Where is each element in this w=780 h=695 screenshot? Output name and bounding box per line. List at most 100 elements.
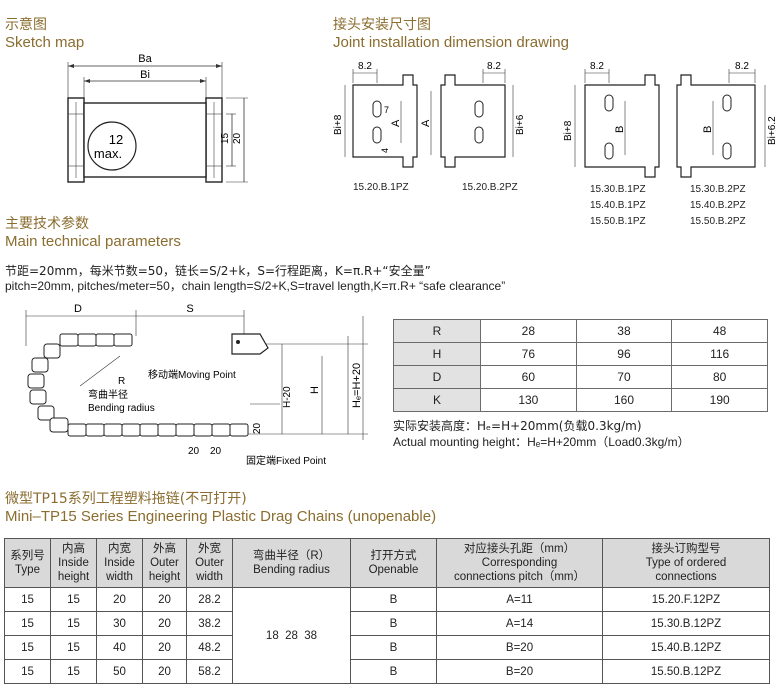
dim-ba: Ba <box>138 53 152 65</box>
cell-pitch: A=14 <box>436 611 603 636</box>
joint-caption-right1: 15.30.B.1PZ 15.40.B.1PZ 15.50.B.1PZ <box>590 184 646 227</box>
cell-inside-height: 15 <box>50 611 97 636</box>
sketch-drawing: Ba Bi 12 max. 15 20 <box>67 53 248 183</box>
diag-h: H <box>309 386 321 394</box>
row-value: 160 <box>575 388 673 412</box>
row-value: 60 <box>480 365 577 389</box>
radius-row-h: H 76 96 116 <box>393 342 768 366</box>
joint-dim-bi8a: Bi+8 <box>333 114 344 135</box>
cell-outer-width: 48.2 <box>186 635 233 660</box>
joint-caption-left2: 15.20.B.2PZ <box>462 182 518 193</box>
joint-title-cn: 接头安装尺寸图 <box>333 17 431 33</box>
dim-bi: Bi <box>140 69 150 81</box>
diag-hf: Hₑ=H+20 <box>351 363 363 408</box>
joint-dim-82d: 8.2 <box>735 61 749 72</box>
cell-outer-width: 28.2 <box>186 587 233 612</box>
row-value: 76 <box>480 342 577 366</box>
sketch-title-en: Sketch map <box>5 34 85 51</box>
diag-bend-en: Bending radius <box>88 403 155 414</box>
cell-model: 15.30.B.12PZ <box>602 611 770 636</box>
joint-caption-right2: 15.30.B.2PZ 15.40.B.2PZ 15.50.B.2PZ <box>690 184 746 227</box>
dim-20: 20 <box>232 132 243 144</box>
radius-row-r: R 28 38 48 <box>393 319 768 343</box>
row-value: 80 <box>671 365 768 389</box>
table-row: 15 15 20 20 28.2 18 28 38 B A=11 15.20.F… <box>4 587 770 684</box>
sketch-title-cn: 示意图 <box>5 17 47 33</box>
cell-type: 15 <box>4 659 51 684</box>
diag-p20c: 20 <box>252 422 263 434</box>
diag-p20a: 20 <box>188 446 200 457</box>
cell-outer-height: 20 <box>142 587 187 612</box>
joint-dim-4: 4 <box>380 148 390 153</box>
dim-15: 15 <box>220 132 231 144</box>
row-value: 70 <box>575 365 673 389</box>
series-title-en: Mini–TP15 Series Engineering Plastic Dra… <box>5 508 437 525</box>
mounting-en: Actual mounting height：Hₑ=H+20mm（Load0.3… <box>393 435 690 449</box>
joint-dim-82a: 8.2 <box>358 61 372 72</box>
cell-outer-width: 58.2 <box>186 659 233 684</box>
joint-caption-left1: 15.20.B.1PZ <box>353 182 409 193</box>
cell-inside-width: 30 <box>96 611 143 636</box>
cell-type: 15 <box>4 611 51 636</box>
row-value: 38 <box>575 319 673 343</box>
joint-dim-bi6: Bi+6 <box>515 114 526 135</box>
table-row: 15 15 50 20 58.2 B B=20 15.50.B.12PZ <box>4 659 770 684</box>
cell-pitch: B=20 <box>436 659 603 684</box>
cell-openable: B <box>350 587 437 612</box>
row-label: K <box>393 388 481 412</box>
diag-fixed-point: 固定端Fixed Point <box>246 454 326 467</box>
diag-s: S <box>186 303 193 315</box>
row-value: 96 <box>575 342 673 366</box>
table-row: 15 15 30 20 38.2 B A=14 15.30.B.12PZ <box>4 611 770 636</box>
joint-dim-82b: 8.2 <box>487 61 501 72</box>
row-label: H <box>393 342 481 366</box>
diag-h-minus: H-20 <box>282 386 293 408</box>
cell-model: 15.40.B.12PZ <box>602 635 770 660</box>
cell-model: 15.50.B.12PZ <box>602 659 770 684</box>
max-label: max. <box>94 146 122 161</box>
table-row: 15 15 40 20 48.2 B B=20 15.40.B.12PZ <box>4 635 770 660</box>
cell-outer-height: 20 <box>142 635 187 660</box>
joint-dim-b2: B <box>702 126 714 133</box>
cell-outer-width: 38.2 <box>186 611 233 636</box>
row-value: 48 <box>671 319 768 343</box>
cell-type: 15 <box>4 635 51 660</box>
row-value: 28 <box>480 319 577 343</box>
radius-row-k: K 130 160 190 <box>393 388 768 412</box>
chain-diagram: D S R 移动端Moving Point 弯曲半径 Bending radiu… <box>25 303 368 467</box>
cell-pitch: B=20 <box>436 635 603 660</box>
cell-inside-height: 15 <box>50 635 97 660</box>
col-bending-radius: 弯曲半径（R）Bending radius <box>232 538 351 588</box>
diag-p20b: 20 <box>210 446 222 457</box>
radius-row-d: D 60 70 80 <box>393 365 768 389</box>
joint-dim-bi8b: Bi+8 <box>563 120 574 141</box>
row-value: 130 <box>480 388 577 412</box>
params-title-cn: 主要技术参数 <box>5 216 89 232</box>
row-label: D <box>393 365 481 389</box>
params-line-en: pitch=20mm, pitches/meter=50，chain lengt… <box>5 279 506 293</box>
joint-dim-82c: 8.2 <box>590 61 604 72</box>
joint-dim-bi62: Bi+6.2 <box>767 116 775 145</box>
cell-type: 15 <box>4 587 51 612</box>
cell-openable: B <box>350 635 437 660</box>
cell-model: 15.20.F.12PZ <box>602 587 770 612</box>
diag-moving-point: 移动端Moving Point <box>148 368 236 381</box>
diag-bend-cn: 弯曲半径 <box>88 388 128 401</box>
row-value: 116 <box>671 342 768 366</box>
radius-table: R 28 38 48 H 76 96 116 D 60 70 80 K 130 … <box>393 319 768 412</box>
mounting-cn: 实际安装高度：Hₑ=H+20mm(负载0.3kg/m) <box>393 419 642 433</box>
row-label: R <box>393 319 481 343</box>
cell-inside-height: 15 <box>50 659 97 684</box>
params-line-cn: 节距=20mm，每米节数=50，链长=S/2+k，S=行程距离，K=π.R+“安… <box>5 264 431 278</box>
cell-inside-width: 20 <box>96 587 143 612</box>
cell-pitch: A=11 <box>436 587 603 612</box>
cell-inside-height: 15 <box>50 587 97 612</box>
cell-openable: B <box>350 659 437 684</box>
